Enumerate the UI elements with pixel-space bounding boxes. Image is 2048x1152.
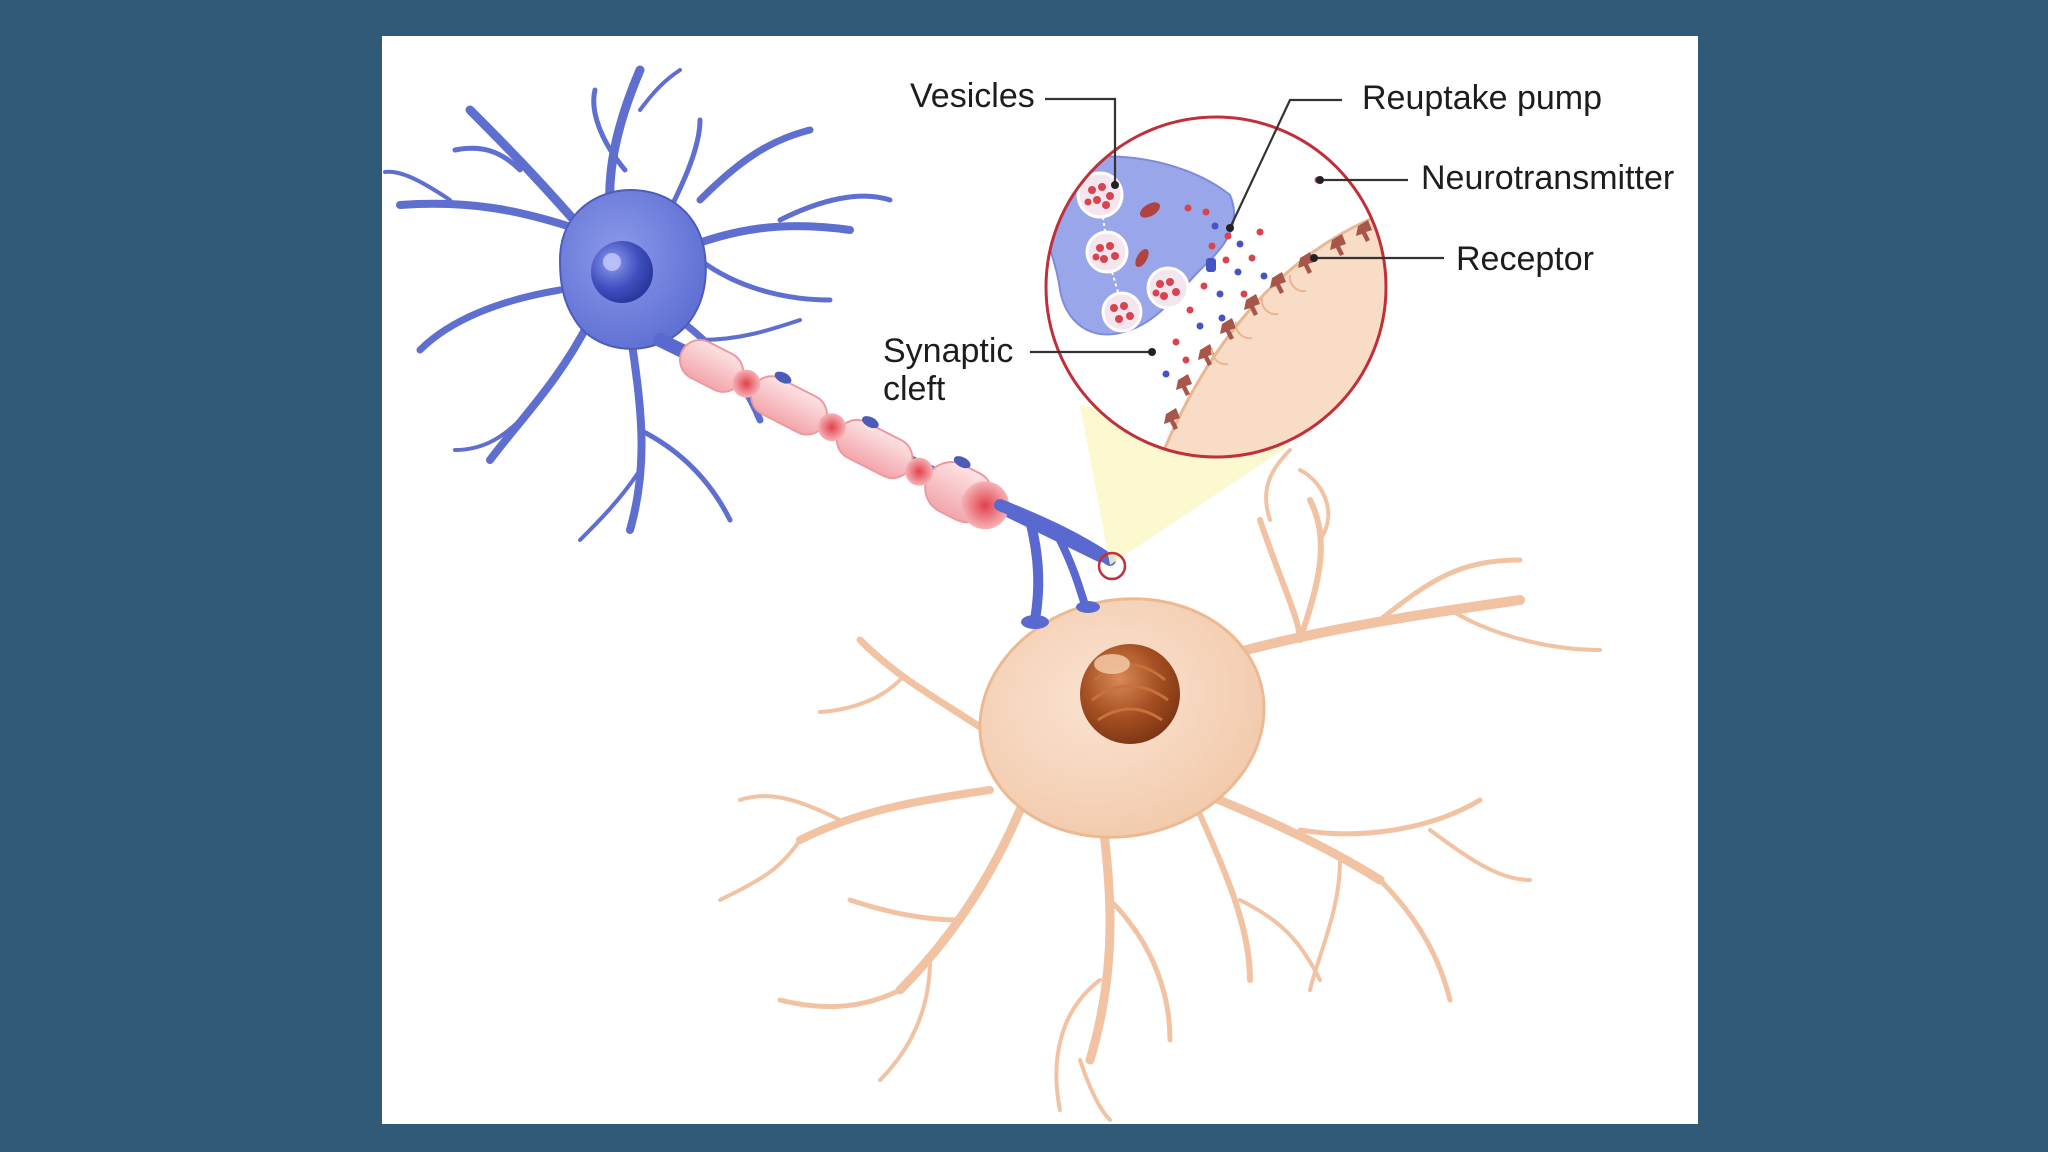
- mitochondrion: [1135, 248, 1149, 268]
- label-vesicles: Vesicles: [910, 77, 1119, 189]
- presynaptic-nucleus: [591, 241, 653, 303]
- vesicle: [1146, 266, 1190, 310]
- label-synaptic-cleft: Synaptic cleft: [883, 332, 1156, 408]
- vesicles-cluster: [1076, 171, 1190, 333]
- vesicle: [1101, 291, 1143, 333]
- node-of-ranvier: [732, 369, 761, 398]
- vesicle: [1085, 230, 1129, 274]
- label-synaptic-cleft-line2: cleft: [883, 370, 946, 408]
- label-vesicles-text: Vesicles: [910, 77, 1035, 115]
- label-neurotransmitter: Neurotransmitter: [1316, 159, 1674, 197]
- node-of-ranvier: [961, 481, 1010, 530]
- node-of-ranvier: [905, 457, 934, 486]
- zoom-circle-border: [1044, 115, 1388, 459]
- label-synaptic-cleft-line1: Synaptic: [883, 332, 1013, 370]
- synapse-highlight-circle: [1097, 551, 1127, 581]
- presynaptic-neuron: [383, 65, 1116, 629]
- label-receptor: Receptor: [1310, 240, 1594, 278]
- postsynaptic-neuron: [718, 448, 1602, 1122]
- label-neurotransmitter-text: Neurotransmitter: [1421, 159, 1674, 197]
- vesicle: [1076, 171, 1124, 219]
- label-reuptake-pump-text: Reuptake pump: [1362, 79, 1602, 117]
- receptors: [1164, 220, 1372, 430]
- reuptake-pump: [1206, 258, 1216, 272]
- node-of-ranvier: [817, 413, 846, 442]
- label-reuptake-pump: Reuptake pump: [1226, 79, 1602, 232]
- axon-terminals: [994, 499, 1116, 625]
- mitochondrion: [1140, 202, 1160, 218]
- neurotransmitter-molecules: [1162, 176, 1322, 378]
- postsynaptic-nucleus: [1080, 644, 1180, 744]
- label-receptor-text: Receptor: [1456, 240, 1594, 278]
